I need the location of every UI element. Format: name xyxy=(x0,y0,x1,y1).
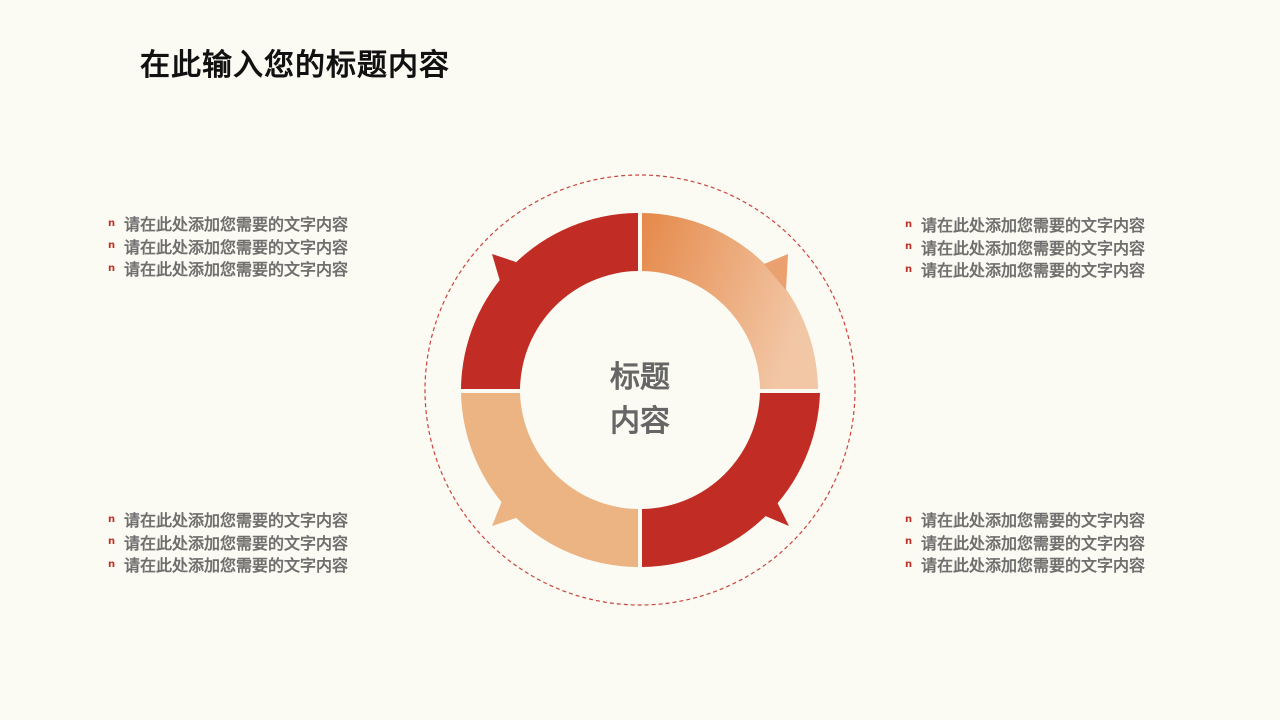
bullet-item: n 请在此处添加您需要的文字内容 xyxy=(905,213,1205,236)
bullet-item: n 请在此处添加您需要的文字内容 xyxy=(905,508,1205,531)
center-title: 标题 内容 xyxy=(570,356,710,444)
text-block-right-bottom: n 请在此处添加您需要的文字内容 n 请在此处添加您需要的文字内容 n 请在此处添加您… xyxy=(905,508,1205,576)
arrow-bottom-left xyxy=(492,496,516,526)
bullet-item: n 请在此处添加您需要的文字内容 xyxy=(905,553,1205,576)
bullet-icon: n xyxy=(905,218,913,230)
bullet-text: 请在此处添加您需要的文字内容 xyxy=(921,216,1146,236)
bullet-item: n 请在此处添加您需要的文字内容 xyxy=(108,257,408,280)
bullet-text: 请在此处添加您需要的文字内容 xyxy=(124,556,349,576)
ring-segment-bottom-left xyxy=(461,393,638,567)
bullet-text: 请在此处添加您需要的文字内容 xyxy=(124,237,349,257)
center-title-line1: 标题 xyxy=(610,360,670,395)
arrow-bottom-right xyxy=(763,498,789,526)
bullet-item: n 请在此处添加您需要的文字内容 xyxy=(108,553,408,576)
bullet-icon: n xyxy=(108,262,116,274)
bullet-text: 请在此处添加您需要的文字内容 xyxy=(921,533,1146,553)
text-block-left-bottom: n 请在此处添加您需要的文字内容 n 请在此处添加您需要的文字内容 n 请在此处添加您… xyxy=(108,508,408,576)
bullet-icon: n xyxy=(108,558,116,570)
ring-segment-bottom-right xyxy=(642,393,820,567)
bullet-icon: n xyxy=(108,217,116,229)
bullet-icon: n xyxy=(108,513,116,525)
bullet-item: n 请在此处添加您需要的文字内容 xyxy=(108,508,408,531)
bullet-text: 请在此处添加您需要的文字内容 xyxy=(124,260,349,280)
cycle-diagram xyxy=(424,174,856,606)
bullet-item: n 请在此处添加您需要的文字内容 xyxy=(905,531,1205,554)
bullet-text: 请在此处添加您需要的文字内容 xyxy=(124,511,349,531)
dashed-outer-circle xyxy=(424,174,856,606)
bullet-item: n 请在此处添加您需要的文字内容 xyxy=(108,212,408,235)
bullet-icon: n xyxy=(905,263,913,275)
arrow-top-right xyxy=(764,254,788,290)
bullet-item: n 请在此处添加您需要的文字内容 xyxy=(108,235,408,258)
bullet-icon: n xyxy=(905,241,913,253)
bullet-text: 请在此处添加您需要的文字内容 xyxy=(124,215,349,235)
bullet-item: n 请在此处添加您需要的文字内容 xyxy=(108,531,408,554)
bullet-text: 请在此处添加您需要的文字内容 xyxy=(921,238,1146,258)
ring-segment-top-left xyxy=(461,213,638,389)
bullet-item: n 请在此处添加您需要的文字内容 xyxy=(905,236,1205,259)
text-block-left-top: n 请在此处添加您需要的文字内容 n 请在此处添加您需要的文字内容 n 请在此处添加您… xyxy=(108,212,408,280)
center-title-line2: 内容 xyxy=(610,404,670,439)
bullet-text: 请在此处添加您需要的文字内容 xyxy=(124,533,349,553)
bullet-item: n 请在此处添加您需要的文字内容 xyxy=(905,258,1205,281)
bullet-icon: n xyxy=(905,558,913,570)
bullet-text: 请在此处添加您需要的文字内容 xyxy=(921,511,1146,531)
text-block-right-top: n 请在此处添加您需要的文字内容 n 请在此处添加您需要的文字内容 n 请在此处添加您… xyxy=(905,213,1205,281)
bullet-text: 请在此处添加您需要的文字内容 xyxy=(921,261,1146,281)
bullet-icon: n xyxy=(108,536,116,548)
bullet-text: 请在此处添加您需要的文字内容 xyxy=(921,556,1146,576)
bullet-icon: n xyxy=(905,536,913,548)
bullet-icon: n xyxy=(905,513,913,525)
bullet-icon: n xyxy=(108,240,116,252)
slide-title: 在此输入您的标题内容 xyxy=(140,48,450,83)
arrow-top-left xyxy=(492,254,516,288)
ring-segment-top-right xyxy=(642,213,818,389)
